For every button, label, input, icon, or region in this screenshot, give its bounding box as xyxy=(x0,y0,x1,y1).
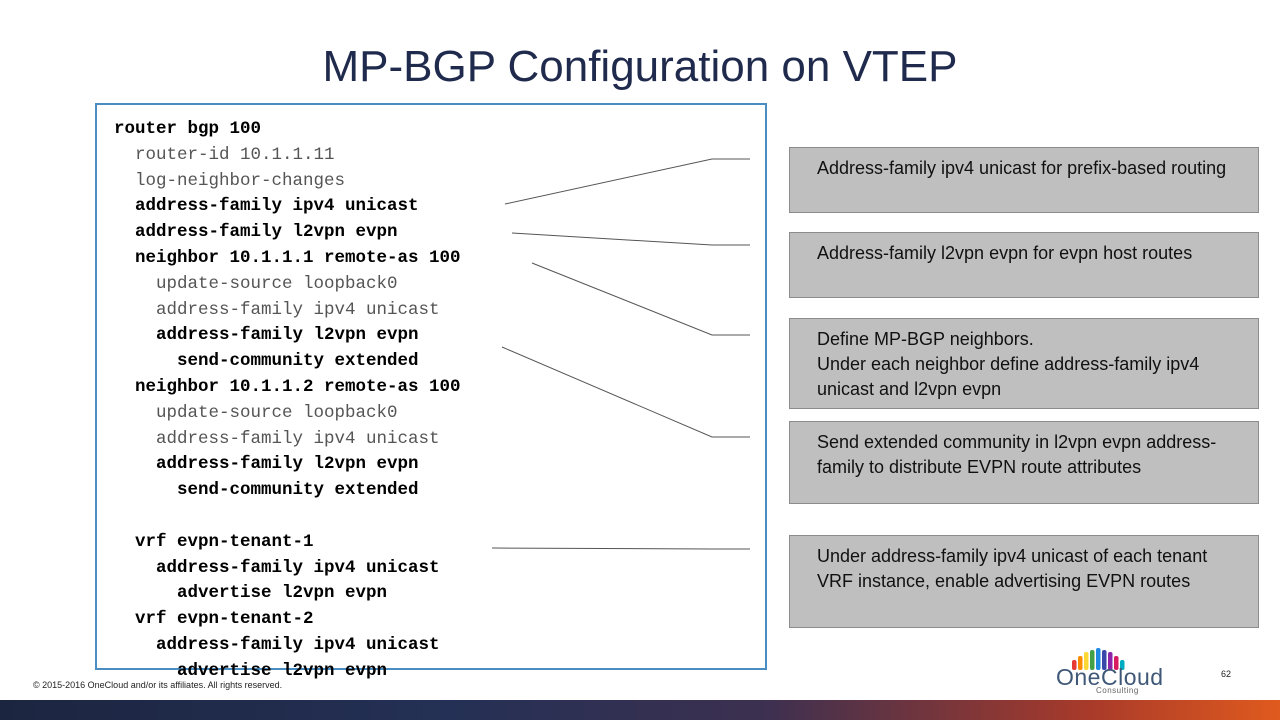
logo-bar xyxy=(1072,660,1077,670)
callout-line-5 xyxy=(491,547,750,550)
code-lines: router bgp 100 router-id 10.1.1.11 log-n… xyxy=(114,117,461,685)
code-line: neighbor 10.1.1.1 remote-as 100 xyxy=(114,247,461,268)
code-line: vrf evpn-tenant-2 xyxy=(114,609,314,630)
logo-bar xyxy=(1114,656,1119,670)
note-vrf-advertise: Under address-family ipv4 unicast of eac… xyxy=(789,535,1259,628)
code-line: address-family l2vpn evpn xyxy=(114,325,419,346)
callout-line-3 xyxy=(531,262,750,336)
bottom-bar xyxy=(0,700,1280,720)
logo-bar xyxy=(1084,652,1089,670)
code-line: send-community extended xyxy=(114,351,419,372)
logo-bar xyxy=(1096,648,1101,670)
logo-bar xyxy=(1090,650,1095,670)
code-line: vrf evpn-tenant-1 xyxy=(114,531,314,552)
code-line: address-family ipv4 unicast xyxy=(114,557,440,578)
code-line: log-neighbor-changes xyxy=(114,170,346,191)
onecloud-logo: OneCloud Consulting xyxy=(1050,646,1163,696)
callout-line-1 xyxy=(504,158,750,205)
logo-bars-icon xyxy=(1072,648,1125,670)
callout-line-4 xyxy=(501,346,750,438)
code-line: address-family ipv4 unicast xyxy=(114,196,419,217)
code-line: update-source loopback0 xyxy=(114,273,398,294)
note-l2vpn-evpn: Address-family l2vpn evpn for evpn host … xyxy=(789,232,1259,298)
logo-bar xyxy=(1102,650,1107,670)
callout-line-2 xyxy=(511,232,750,246)
code-line: address-family l2vpn evpn xyxy=(114,454,419,475)
code-line: router-id 10.1.1.11 xyxy=(114,144,335,165)
page-number: 62 xyxy=(1221,669,1232,679)
code-block: router bgp 100 router-id 10.1.1.11 log-n… xyxy=(95,103,767,681)
code-line: address-family ipv4 unicast xyxy=(114,428,440,449)
note-send-community: Send extended community in l2vpn evpn ad… xyxy=(789,421,1259,504)
logo-bar xyxy=(1108,652,1113,670)
code-line: neighbor 10.1.1.2 remote-as 100 xyxy=(114,376,461,397)
code-line: update-source loopback0 xyxy=(114,402,398,423)
logo-name: OneCloud xyxy=(1056,664,1164,690)
code-line: address-family l2vpn evpn xyxy=(114,222,398,243)
copyright-footer: © 2015-2016 OneCloud and/or its affiliat… xyxy=(33,680,283,690)
code-line: address-family ipv4 unicast xyxy=(114,299,440,320)
logo-bar xyxy=(1078,656,1083,670)
slide-title: MP-BGP Configuration on VTEP xyxy=(322,42,958,91)
code-line: router bgp 100 xyxy=(114,119,262,139)
code-line: send-community extended xyxy=(114,480,419,501)
code-line: advertise l2vpn evpn xyxy=(114,660,388,681)
code-line: advertise l2vpn evpn xyxy=(114,583,388,604)
logo-bar xyxy=(1120,660,1125,670)
code-line: address-family ipv4 unicast xyxy=(114,634,440,655)
note-ipv4-unicast: Address-family ipv4 unicast for prefix-b… xyxy=(789,147,1259,213)
note-neighbors: Define MP-BGP neighbors. Under each neig… xyxy=(789,318,1259,409)
logo-tagline: Consulting xyxy=(1096,686,1139,695)
